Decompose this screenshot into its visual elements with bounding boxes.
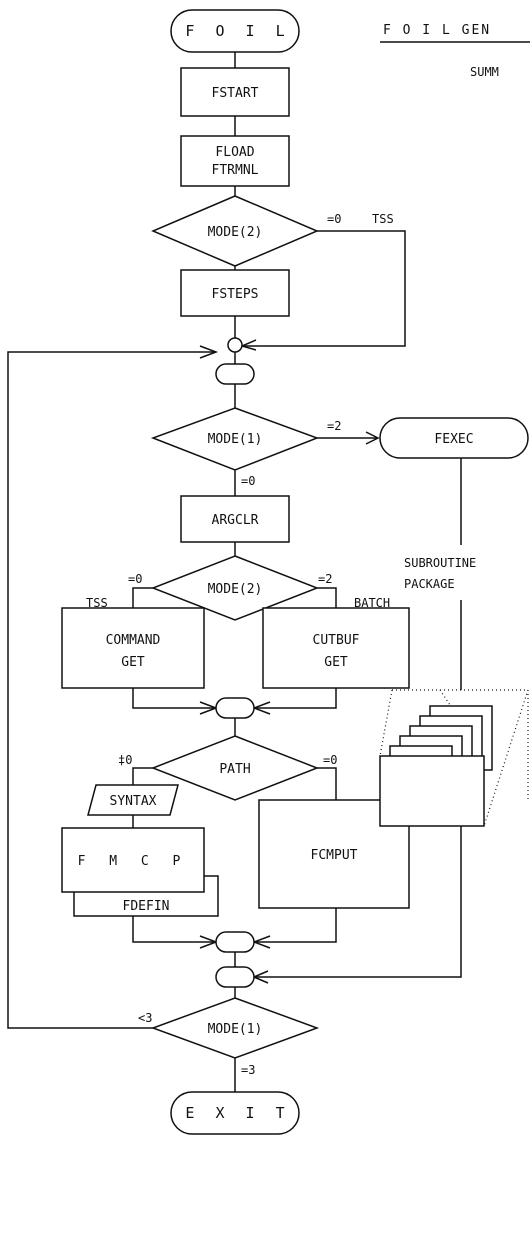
edge-label-mode1b-eq3: =3: [241, 1063, 255, 1077]
decision-mode1-b: MODE(1): [153, 998, 317, 1058]
mode2-b-label: MODE(2): [208, 582, 263, 597]
annotation-line-1: SUBROUTINE: [404, 556, 476, 570]
edge-label-mode1a-eq0: =0: [241, 474, 255, 488]
edge-label-mode2a-eq0: =0: [327, 212, 341, 226]
node-fload: FLOAD FTRMNL: [181, 136, 289, 186]
fsteps-label: FSTEPS: [212, 287, 259, 302]
connector-pill-2: [216, 698, 254, 718]
page-header: F O I L GEN SUMM: [380, 23, 530, 79]
node-command-get: COMMAND GET: [62, 608, 204, 688]
decision-mode2-a: MODE(2): [153, 196, 317, 266]
header-subtitle: SUMM: [470, 65, 499, 79]
node-fexec: FEXEC: [380, 418, 528, 458]
fdefin-label: FDEFIN: [123, 899, 170, 914]
subroutine-package-annotation: SUBROUTINE PACKAGE: [400, 548, 522, 600]
cutbuf-get-label: GET: [324, 655, 348, 670]
node-fsteps: FSTEPS: [181, 270, 289, 316]
node-exit: E X I T: [171, 1092, 299, 1134]
decision-path: PATH: [153, 736, 317, 800]
fcmput-label: FCMPUT: [311, 848, 358, 863]
decision-mode1-a: MODE(1): [153, 408, 317, 470]
edge-label-mode2b-eq2: =2: [318, 572, 332, 586]
mode1-b-label: MODE(1): [208, 1022, 263, 1037]
foil-label: F O I L: [185, 22, 290, 40]
connector-pill-4: [216, 967, 254, 987]
ftrmnl-label: FTRMNL: [212, 163, 259, 178]
cutbuf-label: CUTBUF: [313, 633, 360, 648]
edge-label-tss: TSS: [86, 596, 108, 610]
edge-label-mode2a-tss: TSS: [372, 212, 394, 226]
path-label: PATH: [219, 762, 250, 777]
annotation-line-2: PACKAGE: [404, 577, 455, 591]
mode1-a-label: MODE(1): [208, 432, 263, 447]
edge-label-path-ne0: ‡0: [118, 753, 132, 767]
fload-label: FLOAD: [215, 145, 254, 160]
junction-circle: [228, 338, 242, 352]
edge-label-mode1a-eq2: =2: [327, 419, 341, 433]
edge-label-path-eq0: =0: [323, 753, 337, 767]
fmcp-label: F M C P: [78, 854, 189, 869]
command-get-label: GET: [121, 655, 145, 670]
node-syntax: SYNTAX: [88, 785, 178, 815]
edge-label-batch: BATCH: [354, 596, 390, 610]
argclr-label: ARGCLR: [212, 513, 259, 528]
syntax-label: SYNTAX: [110, 794, 157, 809]
subroutine-package-stack-icon: [380, 690, 528, 826]
mode2-a-label: MODE(2): [208, 225, 263, 240]
node-argclr: ARGCLR: [181, 496, 289, 542]
fexec-label: FEXEC: [434, 432, 473, 447]
node-cutbuf-get: CUTBUF GET: [263, 608, 409, 688]
command-label: COMMAND: [106, 633, 161, 648]
connector-pill-1: [216, 364, 254, 384]
edge-label-mode1b-lt3: <3: [138, 1011, 152, 1025]
node-foil: F O I L: [171, 10, 299, 52]
connector-pill-3: [216, 932, 254, 952]
header-title: F O I L GEN: [383, 23, 491, 38]
node-fmcp: F M C P: [62, 828, 204, 892]
fstart-label: FSTART: [212, 86, 259, 101]
edge-label-mode2b-eq0: =0: [128, 572, 142, 586]
exit-label: E X I T: [185, 1104, 290, 1122]
node-fstart: FSTART: [181, 68, 289, 116]
